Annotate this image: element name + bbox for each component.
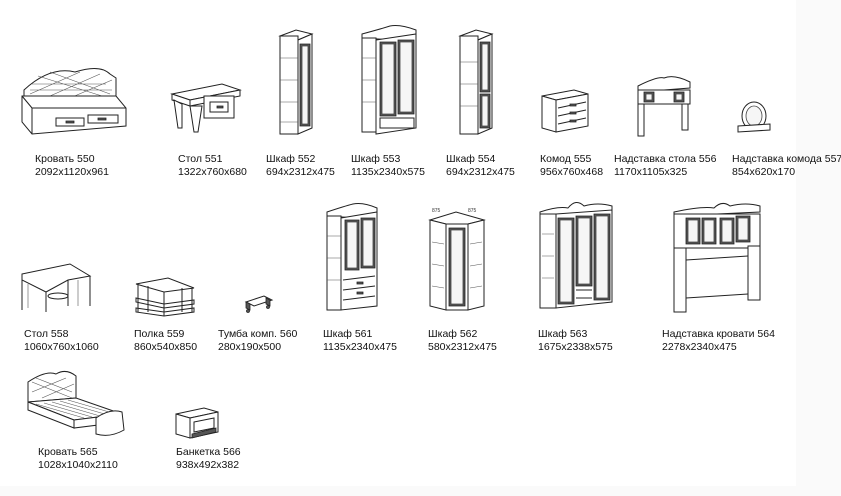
product-caption: Стол 551 1322x760x680 <box>178 153 247 179</box>
chest-of-drawers-icon <box>540 88 590 136</box>
product-name: Шкаф 561 <box>323 328 373 340</box>
product-name: Надставка стола 556 <box>614 153 717 165</box>
product-name: Банкетка 566 <box>176 446 241 458</box>
product-dimensions: 694x2312x475 <box>266 166 335 178</box>
product-dimensions: 694x2312x475 <box>446 166 515 178</box>
computer-stand-icon <box>244 294 274 314</box>
product-caption: Шкаф 562 580x2312x475 <box>428 328 497 354</box>
triple-wardrobe-icon <box>538 198 614 312</box>
desk-hutch-icon <box>636 74 692 138</box>
product-dimensions: 938x492x382 <box>176 459 240 471</box>
product-name: Полка 559 <box>134 328 185 340</box>
product-dimensions: 956x760x468 <box>540 166 604 178</box>
product-dimensions: 854x620x170 <box>732 166 796 178</box>
product-dimensions: 860x540x850 <box>134 341 198 353</box>
product-caption: Кровать 550 2092x1120x961 <box>35 153 109 179</box>
product-caption: Шкаф 554 694x2312x475 <box>446 153 515 179</box>
product-dimensions: 1028x1040x2110 <box>38 459 118 471</box>
bench-icon <box>174 406 220 440</box>
product-name: Стол 551 <box>178 153 223 165</box>
product-caption: Шкаф 561 1135x2340x475 <box>323 328 397 354</box>
product-caption: Стол 558 1060x760x1060 <box>24 328 99 354</box>
product-dimensions: 1322x760x680 <box>178 166 247 178</box>
product-name: Шкаф 554 <box>446 153 496 165</box>
product-caption: Полка 559 860x540x850 <box>134 328 197 354</box>
product-name: Надставка кровати 564 <box>662 328 775 340</box>
page-edge-right <box>796 0 841 496</box>
corner-dimension-label-right: 875 <box>468 208 477 214</box>
page-edge-bottom <box>0 486 796 496</box>
bed-hutch-icon <box>672 200 764 314</box>
product-caption: Тумба комп. 560 280x190x500 <box>218 328 297 354</box>
product-dimensions: 1135x2340x475 <box>323 341 397 353</box>
product-name: Комод 555 <box>540 153 592 165</box>
glass-cabinet-drawers-icon <box>325 202 379 312</box>
mirror-icon <box>736 100 772 136</box>
product-name: Тумба комп. 560 <box>218 328 298 340</box>
product-caption: Шкаф 552 694x2312x475 <box>266 153 335 179</box>
product-dimensions: 580x2312x475 <box>428 341 497 353</box>
product-dimensions: 1675x2338x575 <box>538 341 613 353</box>
product-dimensions: 2278x2340x475 <box>662 341 737 353</box>
product-caption: Надставка комода 557 854x620x170 <box>732 153 841 179</box>
product-name: Надставка комода 557 <box>732 153 841 165</box>
product-caption: Шкаф 553 1135x2340x575 <box>351 153 425 179</box>
product-name: Шкаф 562 <box>428 328 478 340</box>
product-name: Шкаф 552 <box>266 153 316 165</box>
product-dimensions: 1060x760x1060 <box>24 341 99 353</box>
product-caption: Надставка кровати 564 2278x2340x475 <box>662 328 775 354</box>
daybed-icon <box>20 60 130 138</box>
product-caption: Комод 555 956x760x468 <box>540 153 603 179</box>
corner-cabinet-icon: 875 875 <box>428 208 486 314</box>
product-dimensions: 2092x1120x961 <box>35 166 109 178</box>
product-caption: Банкетка 566 938x492x382 <box>176 446 241 472</box>
product-name: Кровать 565 <box>38 446 98 458</box>
product-dimensions: 1135x2340x575 <box>351 166 425 178</box>
product-caption: Надставка стола 556 1170x1105x325 <box>614 153 716 179</box>
product-name: Кровать 550 <box>35 153 95 165</box>
narrow-cabinet-two-doors-icon <box>458 28 498 136</box>
product-dimensions: 280x190x500 <box>218 341 282 353</box>
product-caption: Шкаф 563 1675x2338x575 <box>538 328 613 354</box>
double-cabinet-glass-icon <box>360 24 418 136</box>
product-dimensions: 1170x1105x325 <box>614 166 688 178</box>
corner-dimension-label-left: 875 <box>432 208 441 214</box>
product-name: Стол 558 <box>24 328 69 340</box>
corner-shelf-icon <box>134 276 196 316</box>
product-caption: Кровать 565 1028x1040x2110 <box>38 446 118 472</box>
narrow-cabinet-glass-icon <box>278 28 318 136</box>
product-name: Шкаф 553 <box>351 153 401 165</box>
corner-desk-icon <box>20 262 92 314</box>
product-name: Шкаф 563 <box>538 328 588 340</box>
bed-icon <box>26 368 126 440</box>
desk-icon <box>170 82 242 134</box>
